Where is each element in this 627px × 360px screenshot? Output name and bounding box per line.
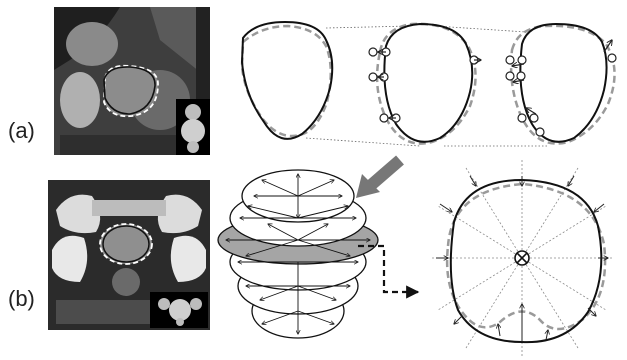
- gray-direction-arrow: [356, 160, 400, 198]
- circle-cross-icon: [515, 251, 529, 265]
- contour-shape-2: [369, 24, 481, 144]
- contour-shape-1: [242, 22, 332, 139]
- ct-sagittal-thumbnail: [176, 99, 210, 155]
- ct-axial-thumbnail: [150, 292, 208, 328]
- stacked-slices: [218, 170, 378, 338]
- displacement-arrows: [512, 40, 612, 114]
- polar-contour: [432, 160, 612, 356]
- contour-shape-3: [506, 24, 616, 144]
- projection-lines: [306, 26, 548, 146]
